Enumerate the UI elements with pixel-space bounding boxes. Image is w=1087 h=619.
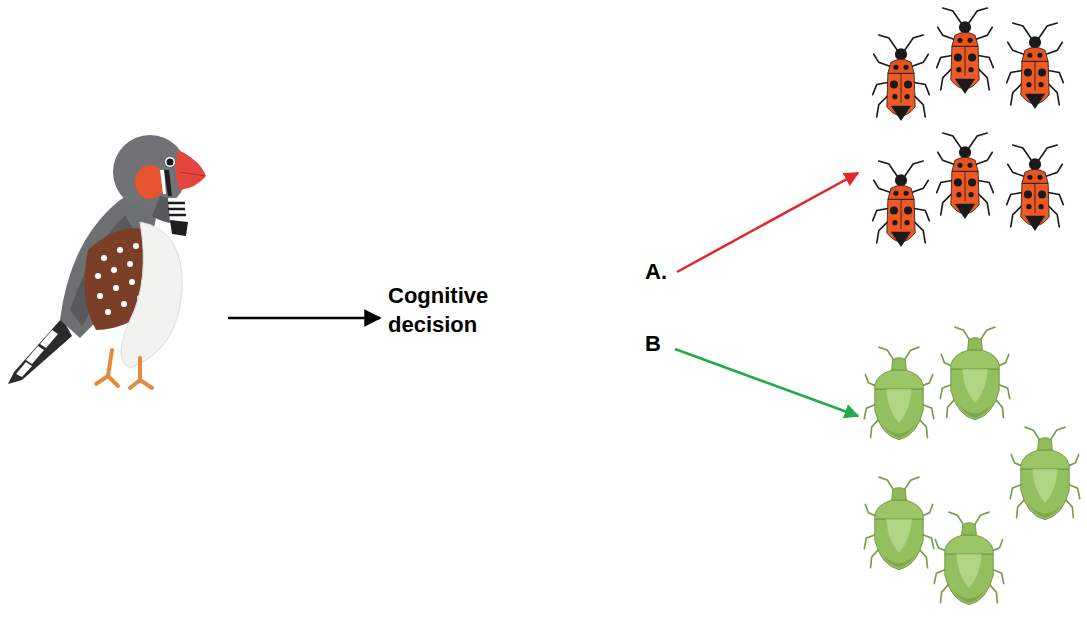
arrow xyxy=(228,317,380,320)
arrow xyxy=(677,173,858,272)
option-label: B xyxy=(645,330,661,359)
decision-label: Cognitive decision xyxy=(388,282,518,339)
red-bugs xyxy=(873,8,1064,247)
arrow xyxy=(675,349,858,416)
green-bugs xyxy=(864,327,1079,605)
zebra-finch xyxy=(8,135,206,388)
option-label: A. xyxy=(645,258,667,287)
